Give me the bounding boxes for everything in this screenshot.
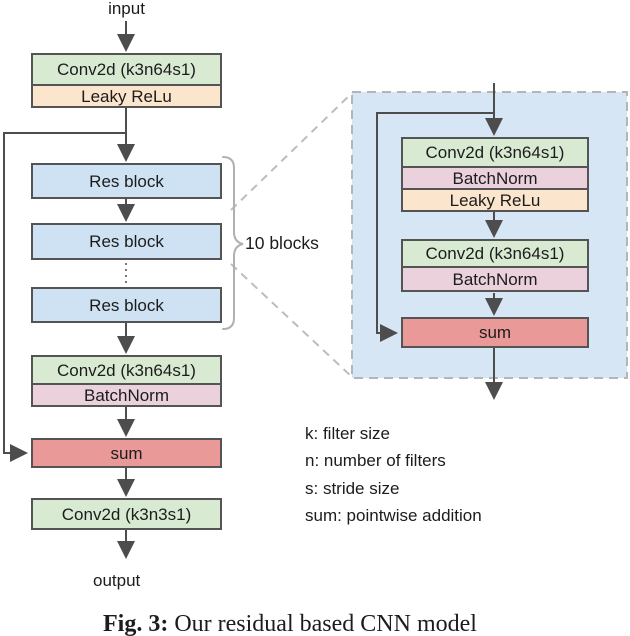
blocks-brace bbox=[222, 156, 244, 330]
blocks-count-label: 10 blocks bbox=[245, 233, 319, 253]
legend-line-s: s: stride size bbox=[305, 478, 400, 498]
figure-caption: Fig. 3: Our residual based CNN model bbox=[103, 611, 477, 636]
legend-line-k: k: filter size bbox=[305, 424, 391, 443]
res-block-3-box: Res block bbox=[31, 287, 222, 323]
figure-caption-label: Fig. 3: bbox=[103, 611, 169, 636]
detail-leaky-relu-box: Leaky ReLu bbox=[401, 188, 589, 212]
legend-line-sum: sum: pointwise addition bbox=[305, 506, 482, 526]
detail-conv2-box: Conv2d (k3n64s1) bbox=[401, 239, 589, 268]
legend-line-n: n: number of filters bbox=[305, 451, 446, 471]
conv-top-box: Conv2d (k3n64s1) bbox=[31, 53, 222, 86]
figure-caption-text: Our residual based CNN model bbox=[174, 611, 477, 636]
zoom-connector-bottom bbox=[230, 263, 353, 378]
detail-batchnorm1-box: BatchNorm bbox=[401, 166, 589, 190]
detail-conv1-box: Conv2d (k3n64s1) bbox=[401, 137, 589, 168]
detail-conv1-stack: Conv2d (k3n64s1) BatchNorm Leaky ReLu bbox=[401, 137, 589, 212]
sum-box: sum bbox=[31, 438, 222, 468]
conv-mid-box: Conv2d (k3n64s1) bbox=[31, 355, 222, 385]
conv-bn-stack: Conv2d (k3n64s1) BatchNorm bbox=[31, 355, 222, 407]
res-block-1-box: Res block bbox=[31, 163, 222, 199]
detail-sum-box: sum bbox=[401, 317, 589, 348]
zoom-connector-top bbox=[230, 92, 353, 211]
leaky-relu-box: Leaky ReLu bbox=[31, 84, 222, 108]
conv-leaky-stack: Conv2d (k3n64s1) Leaky ReLu bbox=[31, 53, 222, 108]
conv-out-box: Conv2d (k3n3s1) bbox=[31, 498, 222, 530]
legend: k: filter size n: number of filters s: s… bbox=[305, 420, 482, 530]
input-label: input bbox=[108, 0, 145, 18]
batchnorm-box: BatchNorm bbox=[31, 383, 222, 407]
detail-batchnorm2-box: BatchNorm bbox=[401, 266, 589, 292]
output-label: output bbox=[93, 571, 141, 590]
res-block-2-box: Res block bbox=[31, 223, 222, 260]
detail-conv2-stack: Conv2d (k3n64s1) BatchNorm bbox=[401, 239, 589, 292]
